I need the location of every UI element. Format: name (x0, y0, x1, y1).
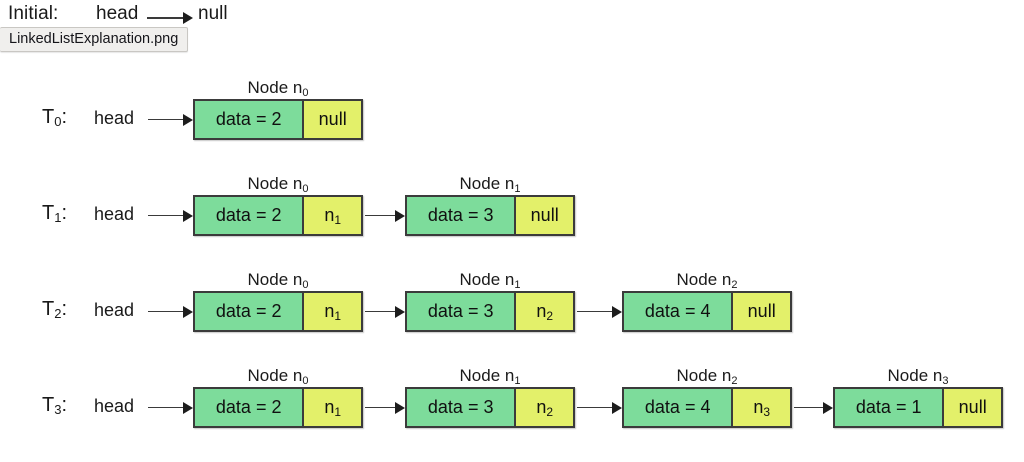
node-data-cell: data = 2 (195, 293, 303, 330)
head-arrow-icon (148, 401, 193, 414)
initial-head-label: head (96, 3, 139, 24)
node-null-cell: null (942, 389, 1001, 426)
timestep-label: T3: (42, 394, 68, 417)
node-caption: Node n0 (247, 78, 309, 99)
link-arrow-icon (577, 401, 622, 414)
initial-state-row: Initial: head null (0, 0, 1024, 28)
head-arrow-icon (148, 113, 193, 126)
node-null-cell: null (731, 293, 790, 330)
right-arrow-icon (147, 12, 193, 24)
node-data-cell: data = 3 (407, 389, 515, 426)
timestep-label: T2: (42, 298, 68, 321)
node-data-cell: data = 4 (624, 293, 732, 330)
head-pointer-label: head (94, 108, 135, 128)
node-caption: Node n2 (676, 270, 738, 291)
node-data-cell: data = 3 (407, 293, 515, 330)
file-name-chip: LinkedListExplanation.png (0, 27, 189, 52)
link-arrow-icon (794, 401, 833, 414)
link-arrow-icon (365, 209, 405, 222)
node-caption: Node n0 (247, 366, 309, 387)
initial-label: Initial: (8, 3, 59, 24)
node-caption: Node n1 (459, 366, 521, 387)
node-data-cell: data = 2 (195, 197, 303, 234)
node-caption: Node n0 (247, 270, 309, 291)
link-arrow-icon (365, 401, 405, 414)
node-caption: Node n1 (459, 174, 521, 195)
node-caption: Node n2 (676, 366, 738, 387)
head-arrow-icon (148, 305, 193, 318)
timestep-label: T0: (42, 106, 68, 129)
timestep-label: T1: (42, 202, 68, 225)
node-caption: Node n1 (459, 270, 521, 291)
node-data-cell: data = 2 (195, 389, 303, 426)
node-null-cell: null (302, 101, 361, 138)
head-arrow-icon (148, 209, 193, 222)
head-pointer-label: head (94, 204, 135, 224)
head-pointer-label: head (94, 300, 135, 320)
node-null-cell: null (514, 197, 573, 234)
node-data-cell: data = 3 (407, 197, 515, 234)
node-caption: Node n0 (247, 174, 309, 195)
link-arrow-icon (577, 305, 622, 318)
head-pointer-label: head (94, 396, 135, 416)
initial-null-label: null (198, 3, 228, 24)
node-data-cell: data = 4 (624, 389, 732, 426)
link-arrow-icon (365, 305, 405, 318)
node-caption: Node n3 (887, 366, 949, 387)
node-data-cell: data = 1 (835, 389, 943, 426)
node-data-cell: data = 2 (195, 101, 303, 138)
